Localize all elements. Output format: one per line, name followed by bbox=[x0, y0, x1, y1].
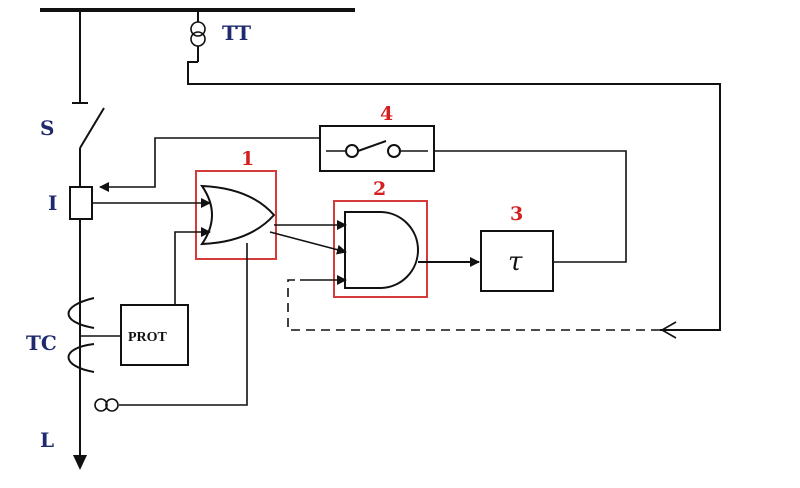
or-gate-symbol bbox=[200, 184, 276, 246]
switch-to-timer-wire bbox=[434, 150, 627, 263]
label-tt: TT bbox=[222, 21, 251, 45]
breaker-i-box bbox=[69, 186, 93, 220]
label-tc: TC bbox=[26, 331, 57, 355]
current-transformer-tc-symbol bbox=[67, 297, 121, 373]
number-or-gate: 1 bbox=[241, 148, 254, 170]
label-i: I bbox=[48, 191, 57, 215]
and-gate-symbol bbox=[344, 211, 419, 289]
switch-block-4 bbox=[319, 125, 435, 172]
label-l: L bbox=[40, 428, 54, 452]
label-s: S bbox=[40, 116, 54, 140]
open-arrowhead bbox=[660, 321, 677, 339]
label-tau: τ bbox=[508, 247, 523, 277]
timer-block-3 bbox=[480, 230, 554, 292]
prot-to-or-wire bbox=[174, 227, 211, 305]
switch-contact-symbol bbox=[326, 140, 428, 158]
number-and-gate: 2 bbox=[373, 178, 386, 200]
feeder-line bbox=[72, 10, 105, 470]
switch-to-breaker-wire bbox=[99, 137, 320, 192]
or-gate-highlight-box bbox=[195, 170, 277, 260]
small-ct-symbol bbox=[94, 398, 119, 412]
number-timer: 3 bbox=[510, 203, 523, 225]
or-to-and-wire-2 bbox=[269, 231, 347, 255]
label-prot: PROT bbox=[128, 330, 168, 345]
number-switch: 4 bbox=[380, 103, 393, 125]
prot-box bbox=[120, 304, 189, 366]
tc-lower-ct-wire bbox=[119, 243, 248, 406]
dashed-feedback-line bbox=[287, 279, 660, 331]
voltage-transformer-tt-symbol bbox=[187, 10, 721, 331]
